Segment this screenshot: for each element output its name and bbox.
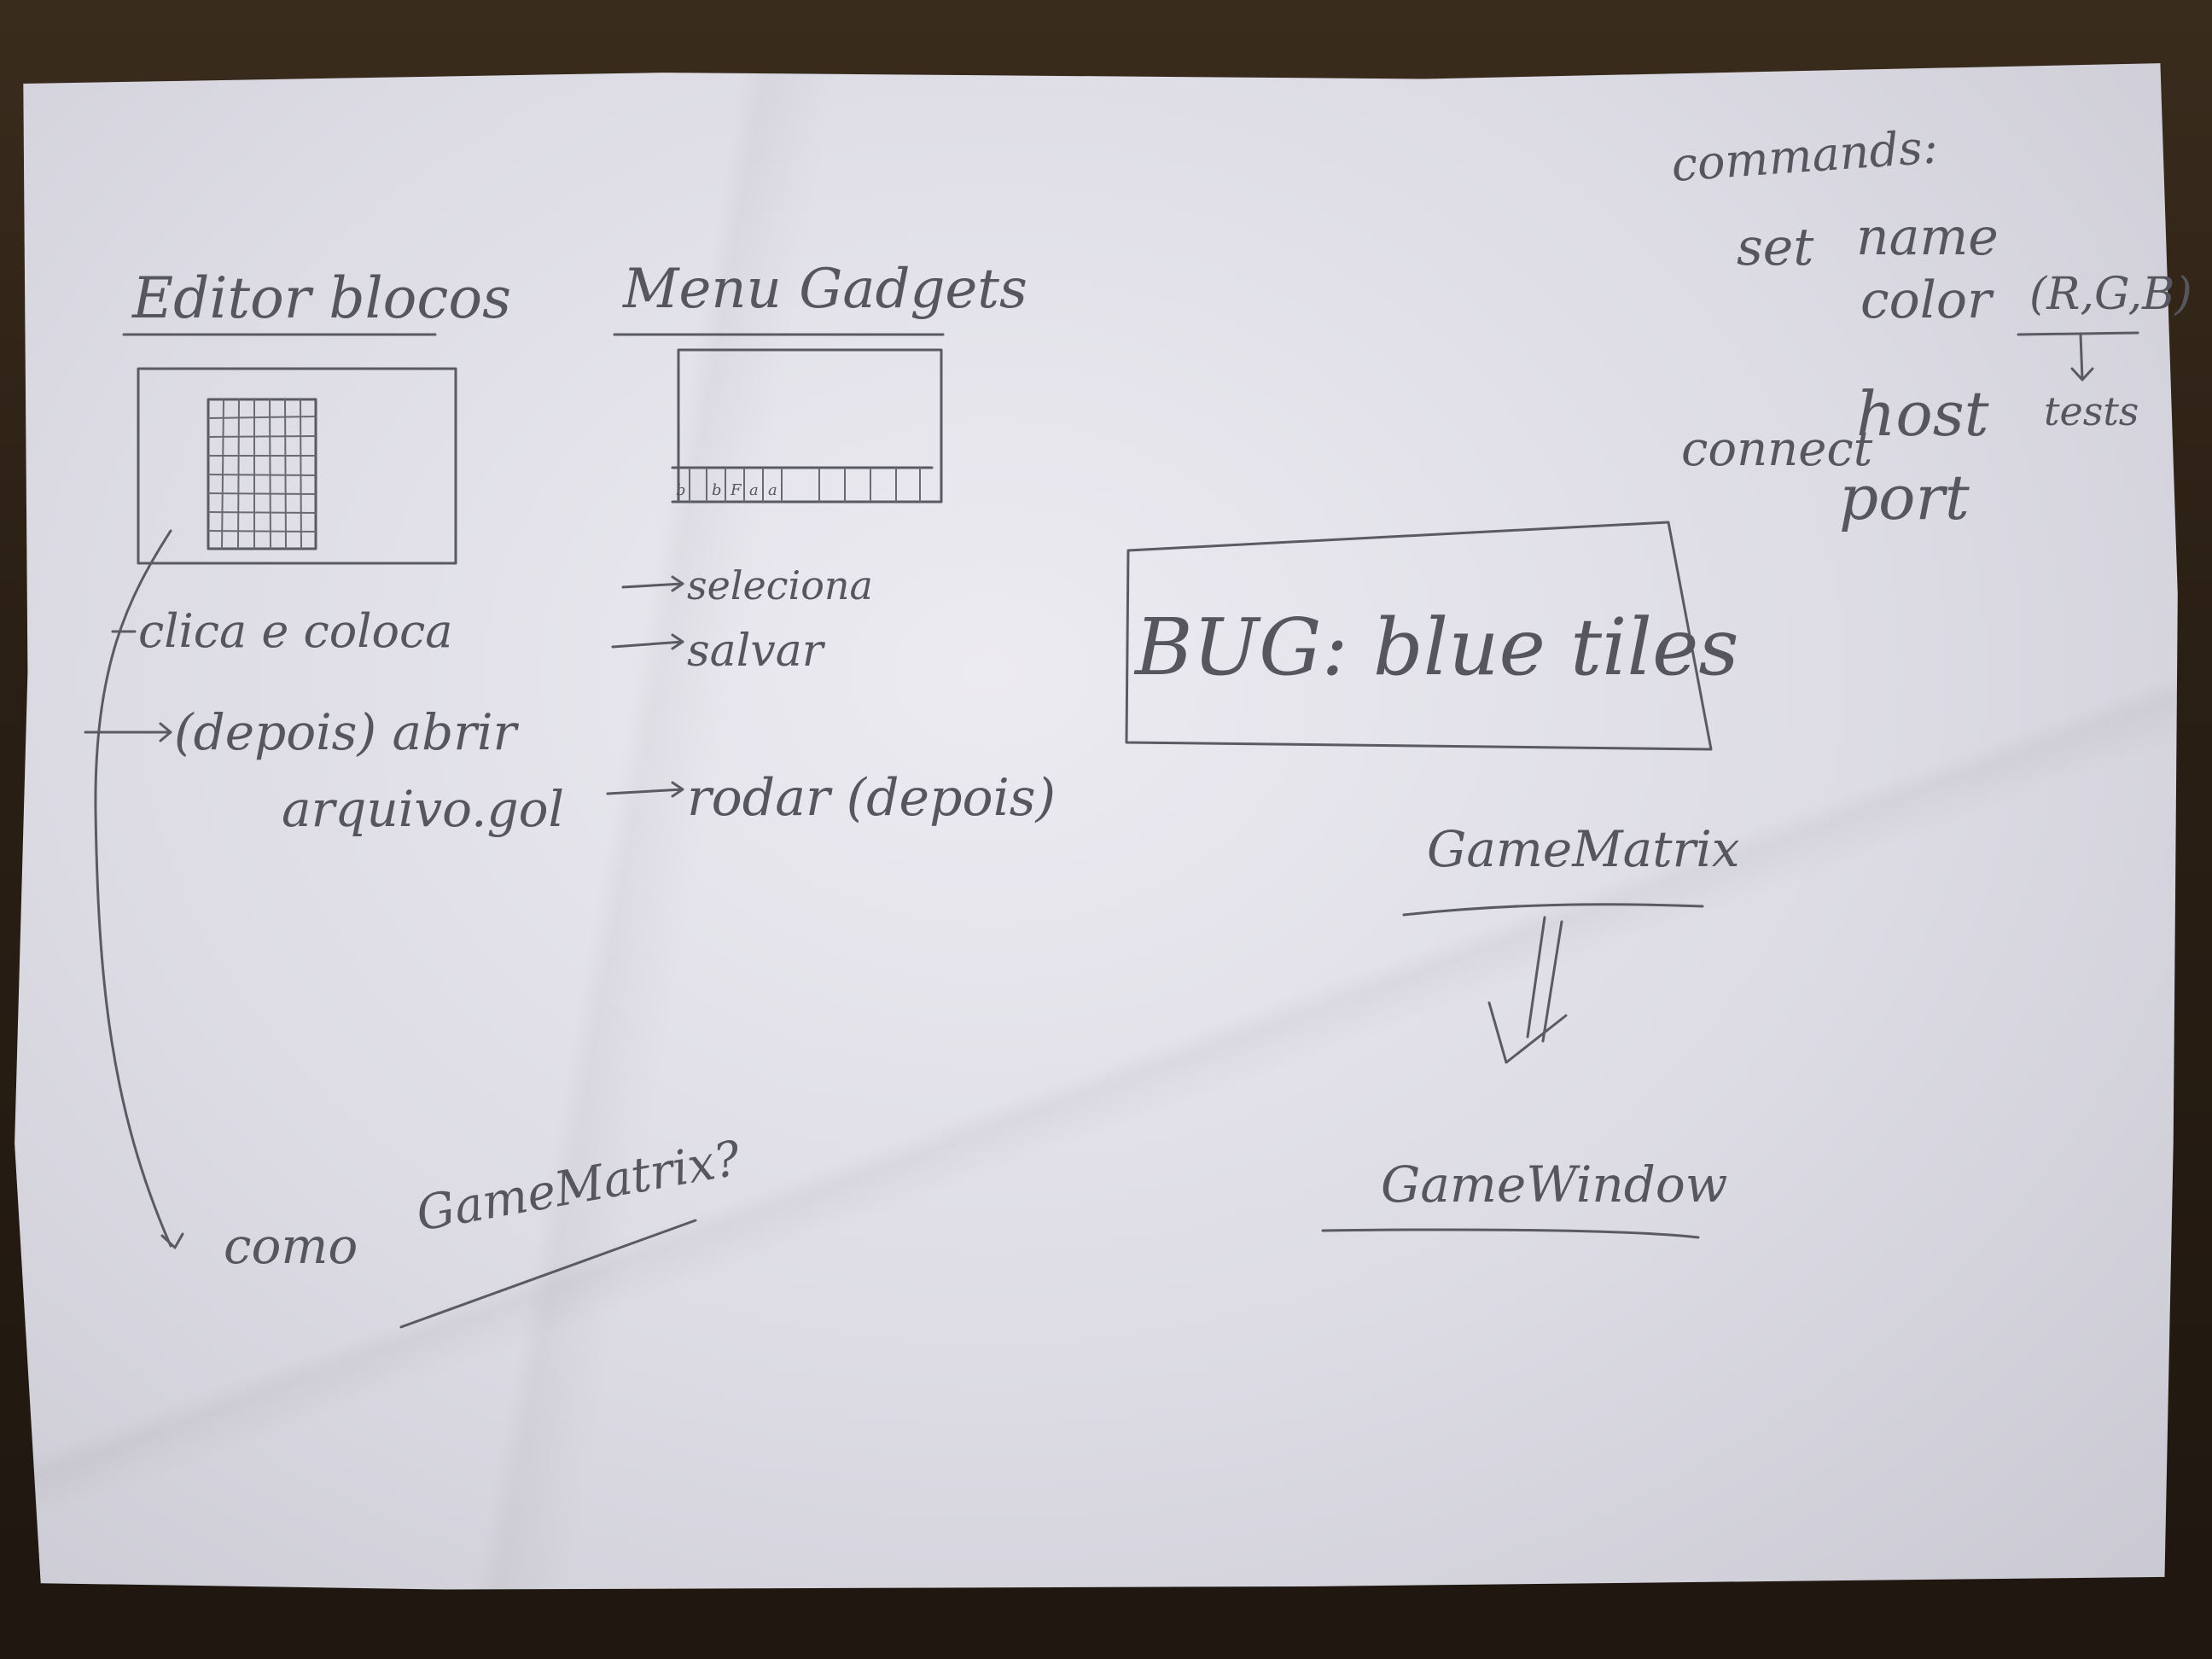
commands-header: commands: [1670, 119, 1940, 192]
item-seleciona: seleciona [687, 562, 873, 608]
note-depois-abrir: (depois) abrir [174, 703, 519, 761]
gadget-label-5: a [768, 481, 777, 499]
flow-gamewindow: GameWindow [1381, 1155, 1727, 1214]
editor-window-sketch [137, 367, 457, 565]
note-gamematrix-question: GameMatrix? [412, 1131, 745, 1243]
paper-crease-shading [15, 63, 2178, 1590]
item-salvar: salvar [687, 626, 826, 677]
note-clica-e-coloca: clica e coloca [138, 604, 452, 658]
paper-sheet [15, 63, 2178, 1590]
command-connect: connect [1681, 422, 1873, 477]
item-rodar-depois: rodar (depois) [687, 768, 1056, 828]
gadget-bar-dividers [689, 468, 921, 502]
tests-arrow [2070, 333, 2094, 381]
gadget-label-3: F [730, 481, 742, 499]
command-set-name: name [1856, 207, 1999, 267]
editor-blocos-title: Editor blocos [131, 265, 511, 331]
arrow-salvar [611, 633, 684, 650]
long-flow-arrowhead [160, 1232, 184, 1249]
arrow-seleciona [621, 575, 684, 592]
command-set-color: color [1860, 271, 1994, 330]
long-flow-arrow [94, 529, 172, 1248]
gamematrix-question-underline [399, 1219, 697, 1329]
color-args-underline [2017, 331, 2139, 336]
command-tests: tests [2044, 388, 2139, 434]
double-down-arrow-icon [1487, 916, 1568, 1064]
menu-gadgets-title: Menu Gadgets [622, 258, 1027, 321]
menu-window-sketch [677, 348, 943, 504]
command-connect-host: host [1856, 378, 1990, 450]
gamewindow-underline [1321, 1228, 1700, 1239]
gamematrix-underline [1402, 903, 1704, 917]
bug-note: BUG: blue tiles [1133, 602, 1739, 693]
gadget-label-4: a [749, 481, 759, 499]
flow-gamematrix: GameMatrix [1427, 820, 1740, 878]
command-connect-port: port [1839, 462, 1970, 533]
gadget-label-1: b [676, 481, 686, 499]
arrow-rodar [606, 781, 684, 798]
command-set: set [1737, 218, 1814, 277]
editor-grid-sketch [207, 398, 317, 550]
gadget-label-2: b [712, 481, 722, 499]
arrow-depois [84, 722, 172, 742]
note-como: como [224, 1217, 358, 1275]
note-arquivo-gol: arquivo.gol [282, 780, 564, 838]
bug-box [1125, 521, 1713, 751]
command-color-args: (R,G,B) [2029, 269, 2192, 320]
